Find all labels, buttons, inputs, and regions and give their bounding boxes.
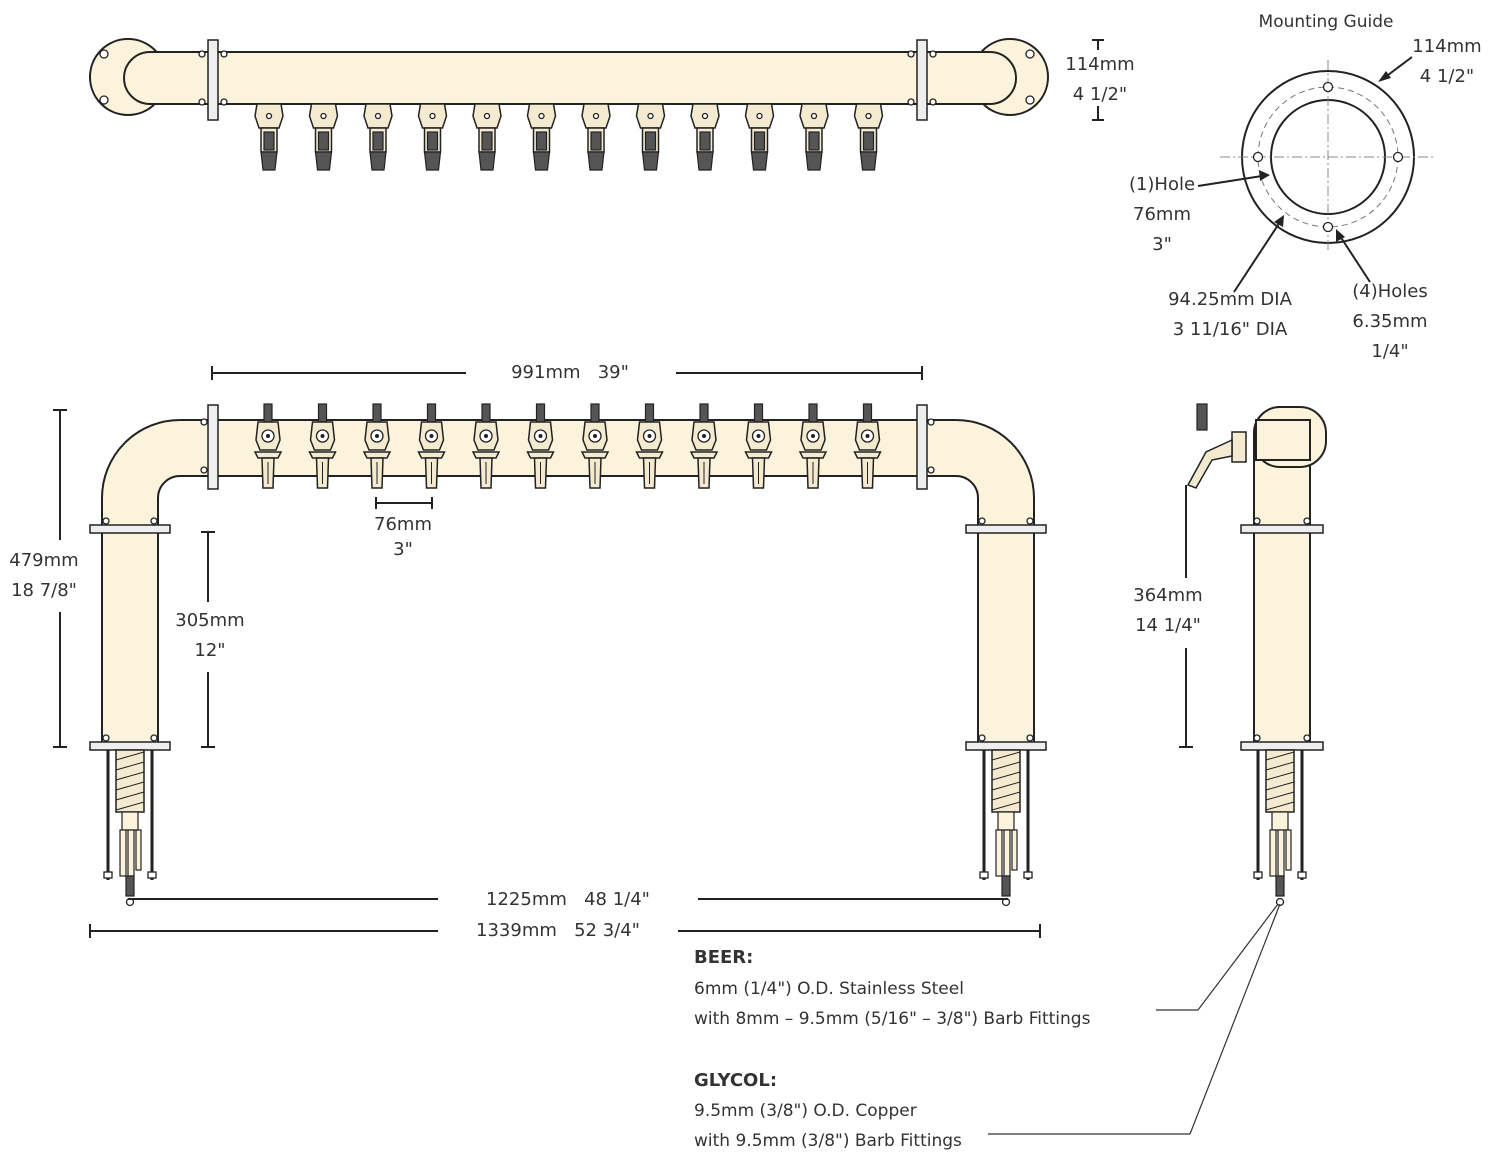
mount-hole-icon	[1392, 151, 1404, 163]
front-height-in: 18 7/8"	[11, 580, 77, 601]
mounting-guide: Mounting Guide 114mm 4 1/2" (1)Hole 76mm…	[1129, 12, 1482, 362]
mount-holes-mm: 6.35mm	[1352, 311, 1427, 332]
shank-assembly	[103, 749, 157, 907]
top-tap	[744, 103, 775, 171]
glycol-line2: with 9.5mm (3/8") Barb Fittings	[694, 1131, 962, 1151]
fitting-notes: BEER: 6mm (1/4") O.D. Stainless Steel wi…	[694, 947, 1091, 1151]
mount-hole-icon	[1322, 81, 1334, 93]
top-left-flange	[207, 39, 219, 121]
shank-assembly	[979, 749, 1033, 907]
bolt-icon	[99, 95, 109, 105]
front-tap	[526, 403, 555, 489]
top-tap	[417, 103, 448, 171]
top-depth-mm: 114mm	[1065, 54, 1134, 75]
side-height-mm: 364mm	[1133, 585, 1202, 606]
top-tap	[635, 103, 666, 171]
front-right-flange	[916, 404, 928, 490]
front-tap	[689, 403, 719, 489]
front-right-collar	[965, 524, 1047, 534]
mount-holes-label: (4)Holes	[1352, 281, 1428, 302]
front-tap	[798, 403, 828, 489]
front-tap	[308, 403, 337, 489]
side-tap-body	[1231, 431, 1247, 463]
overall-width-label: 1339mm 52 3/4"	[476, 920, 640, 941]
front-tap	[362, 403, 392, 489]
front-right-base	[965, 741, 1047, 751]
front-shanks	[103, 749, 1033, 907]
top-tap	[853, 103, 884, 171]
mount-hole-icon	[1252, 151, 1264, 163]
front-column-in: 12"	[194, 640, 225, 661]
top-tap	[254, 103, 284, 171]
side-base	[1240, 741, 1324, 751]
top-depth-in: 4 1/2"	[1073, 84, 1127, 105]
top-left-bend	[122, 51, 213, 105]
mount-center-hole-in: 3"	[1152, 234, 1172, 255]
mount-bolt-circle-in: 3 11/16" DIA	[1173, 319, 1288, 340]
top-main-pipe	[215, 51, 921, 105]
front-left-flange	[207, 404, 219, 490]
front-right-column	[921, 419, 1035, 746]
front-height-mm: 479mm	[9, 550, 78, 571]
front-tap	[417, 403, 446, 489]
top-tap	[581, 103, 611, 171]
front-tap	[853, 403, 882, 489]
beer-title: BEER:	[694, 947, 753, 968]
mount-outer-mm: 114mm	[1412, 36, 1481, 57]
beer-line1: 6mm (1/4") O.D. Stainless Steel	[694, 979, 964, 999]
tap-spacing-in: 3"	[393, 539, 413, 560]
bolt-icon	[1025, 95, 1035, 105]
glycol-title: GLYCOL:	[694, 1070, 777, 1091]
front-tap	[580, 403, 610, 489]
front-tap	[471, 403, 501, 489]
front-tap	[253, 403, 283, 489]
mount-center-hole-label: (1)Hole	[1129, 174, 1195, 195]
mounting-guide-title: Mounting Guide	[1259, 12, 1394, 32]
mount-holes-in: 1/4"	[1371, 341, 1408, 362]
mount-bolt-circle-mm: 94.25mm DIA	[1168, 289, 1292, 310]
front-tap	[635, 403, 664, 489]
side-collar	[1240, 524, 1324, 534]
front-tap	[744, 403, 773, 489]
side-tap-handle	[1196, 403, 1208, 431]
top-taps	[254, 103, 884, 171]
inner-width-label: 1225mm 48 1/4"	[486, 889, 650, 910]
top-tap	[799, 103, 829, 171]
front-taps	[253, 403, 882, 489]
mount-hole-icon	[1322, 221, 1334, 233]
tap-spacing-mm: 76mm	[374, 514, 432, 535]
bolt-icon	[99, 49, 109, 59]
front-left-collar	[89, 524, 171, 534]
glycol-line1: 9.5mm (3/8") O.D. Copper	[694, 1101, 917, 1121]
top-right-flange	[916, 39, 928, 121]
top-tap	[363, 103, 393, 171]
mount-center-hole-mm: 76mm	[1133, 204, 1191, 225]
front-column-mm: 305mm	[175, 610, 244, 631]
mount-outer-in: 4 1/2"	[1420, 66, 1474, 87]
front-left-column	[101, 419, 213, 746]
side-view: 364mm 14 1/4"	[988, 403, 1327, 1135]
bolt-icon	[1025, 49, 1035, 59]
top-tap	[690, 103, 720, 171]
front-view: 991mm 39" 76mm 3" 479mm	[9, 362, 1047, 941]
shank-assembly	[1253, 749, 1307, 907]
top-right-bend	[921, 51, 1018, 105]
side-tap-spout	[1186, 438, 1233, 489]
side-height-in: 14 1/4"	[1135, 615, 1201, 636]
top-tap	[526, 103, 557, 171]
top-tap	[472, 103, 502, 171]
side-shanks	[1253, 749, 1307, 907]
front-span-label: 991mm 39"	[511, 362, 629, 383]
top-view: 114mm 4 1/2"	[89, 38, 1140, 171]
front-left-base	[89, 741, 171, 751]
beer-line2: with 8mm – 9.5mm (5/16" – 3/8") Barb Fit…	[694, 1009, 1091, 1029]
top-tap	[308, 103, 339, 171]
